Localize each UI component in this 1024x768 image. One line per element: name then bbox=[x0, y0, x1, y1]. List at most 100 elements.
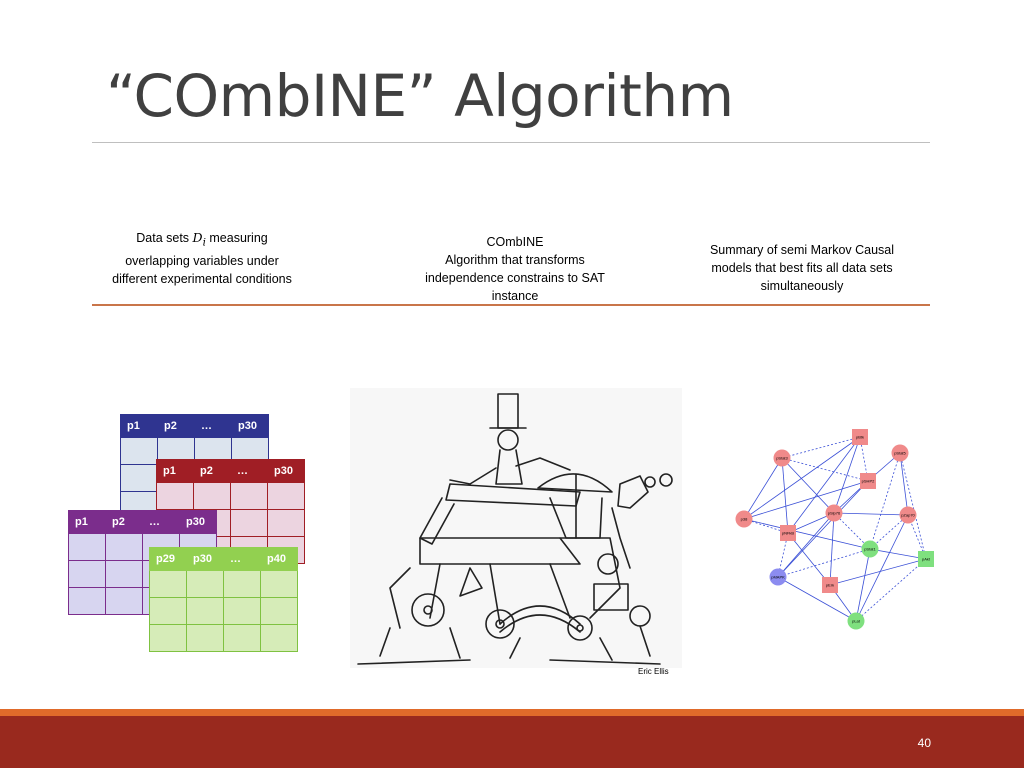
graph-node-shape bbox=[847, 612, 865, 630]
graph-edge bbox=[781, 457, 835, 514]
graph-node: pMAPK bbox=[769, 568, 787, 586]
table-header: p30 bbox=[179, 510, 217, 534]
graph-node-shape bbox=[780, 525, 796, 541]
caption-data-sets-pre: Data sets bbox=[136, 231, 193, 245]
table-header: p2 bbox=[193, 459, 231, 483]
graph-edge bbox=[781, 457, 869, 483]
graph-edge bbox=[833, 511, 909, 516]
graph-node-shape bbox=[773, 449, 791, 467]
table-cell bbox=[105, 533, 143, 561]
table-cell bbox=[260, 624, 298, 652]
graph-edge bbox=[899, 452, 910, 516]
table-cell bbox=[260, 597, 298, 625]
graph-edge bbox=[828, 512, 835, 586]
table-header: … bbox=[230, 459, 268, 483]
table-cell bbox=[186, 624, 224, 652]
graph-edge bbox=[833, 436, 861, 514]
graph-node: pSHP2 bbox=[860, 473, 876, 489]
graph-node-shape bbox=[825, 504, 843, 522]
table-cell bbox=[223, 570, 261, 598]
graph-node: p38 bbox=[735, 510, 753, 528]
drawing-credit: Eric Ellis bbox=[638, 667, 669, 676]
table-cell bbox=[68, 587, 106, 615]
graph-edge bbox=[781, 457, 790, 534]
slide-title: “COmbINE” Algorithm bbox=[106, 62, 734, 130]
caption-combine-desc: Algorithm that transforms independence c… bbox=[425, 253, 605, 303]
graph-edge bbox=[777, 480, 869, 578]
footer-accent bbox=[0, 709, 1024, 716]
causal-network-graph: pBtk pStat3 pStat5 pSHP2 pZap70 p38 pNFkB pSlp7… bbox=[735, 429, 934, 630]
graph-edge bbox=[829, 558, 927, 587]
graph-edge bbox=[854, 548, 871, 622]
graph-edge bbox=[781, 436, 861, 460]
table-header: … bbox=[142, 510, 180, 534]
graph-node: pLat bbox=[847, 612, 865, 630]
table-cell bbox=[149, 624, 187, 652]
table-cell bbox=[68, 533, 106, 561]
caption-combine-title: COmbINE bbox=[486, 235, 544, 249]
table-header: … bbox=[223, 547, 261, 571]
graph-edge bbox=[869, 548, 927, 561]
graph-node-label: pSlp76 bbox=[828, 511, 841, 516]
table-cell bbox=[186, 570, 224, 598]
graph-node-shape bbox=[918, 551, 934, 567]
graph-node-label: pErk bbox=[826, 583, 834, 588]
caption-divider bbox=[92, 304, 930, 306]
table-cell bbox=[68, 560, 106, 588]
table-cell bbox=[120, 437, 158, 465]
page-number: 40 bbox=[917, 736, 931, 750]
table-cell bbox=[105, 560, 143, 588]
table-cell bbox=[156, 482, 194, 510]
graph-node: pZap70 bbox=[899, 506, 917, 524]
caption-combine: COmbINE Algorithm that transforms indepe… bbox=[410, 233, 620, 305]
table-cell bbox=[120, 464, 158, 492]
graph-node-shape bbox=[852, 429, 868, 445]
table-header: p30 bbox=[186, 547, 224, 571]
graph-node: pStat1 bbox=[861, 540, 879, 558]
graph-node-label: pSHP2 bbox=[862, 479, 875, 484]
graph-node-shape bbox=[899, 506, 917, 524]
table-header: p2 bbox=[157, 414, 195, 438]
graph-node-shape bbox=[891, 444, 909, 462]
graph-edge bbox=[777, 576, 857, 622]
graph-node-shape bbox=[861, 540, 879, 558]
graph-node: pNFkB bbox=[780, 525, 796, 541]
table-header: … bbox=[194, 414, 232, 438]
graph-node-label: pBtk bbox=[856, 435, 864, 440]
caption-data-sets: Data sets Di measuring overlapping varia… bbox=[112, 229, 292, 288]
table-header: p1 bbox=[156, 459, 194, 483]
graph-edge bbox=[869, 452, 901, 550]
graph-node: pStat5 bbox=[891, 444, 909, 462]
graph-edge bbox=[743, 457, 783, 520]
caption-variable-subscript: i bbox=[202, 236, 206, 249]
graph-node-shape bbox=[735, 510, 753, 528]
graph-edge bbox=[743, 518, 871, 551]
table-cell bbox=[193, 482, 231, 510]
graph-edge bbox=[787, 532, 831, 586]
footer-bar bbox=[0, 716, 1024, 768]
caption-variable: D bbox=[192, 230, 203, 245]
table-cell bbox=[105, 587, 143, 615]
table-header: p1 bbox=[68, 510, 106, 534]
graph-edge bbox=[743, 480, 869, 520]
title-divider bbox=[92, 142, 930, 143]
table-cell bbox=[223, 597, 261, 625]
table-cell bbox=[149, 597, 187, 625]
table-header: p2 bbox=[105, 510, 143, 534]
graph-node-label: pStat1 bbox=[864, 547, 876, 552]
table-header: p40 bbox=[260, 547, 298, 571]
table-header: p29 bbox=[149, 547, 187, 571]
table-cell bbox=[267, 482, 305, 510]
graph-edge bbox=[855, 514, 909, 622]
table-cell bbox=[149, 570, 187, 598]
graph-node-shape bbox=[860, 473, 876, 489]
graph-node-shape bbox=[769, 568, 787, 586]
table-header: p1 bbox=[120, 414, 158, 438]
graph-node: pStat3 bbox=[773, 449, 791, 467]
graph-node-label: pZap70 bbox=[901, 513, 915, 518]
graph-edge bbox=[743, 436, 861, 520]
graph-node: pAkt bbox=[918, 551, 934, 567]
table-cell bbox=[260, 570, 298, 598]
graph-node-label: pLat bbox=[852, 619, 861, 624]
